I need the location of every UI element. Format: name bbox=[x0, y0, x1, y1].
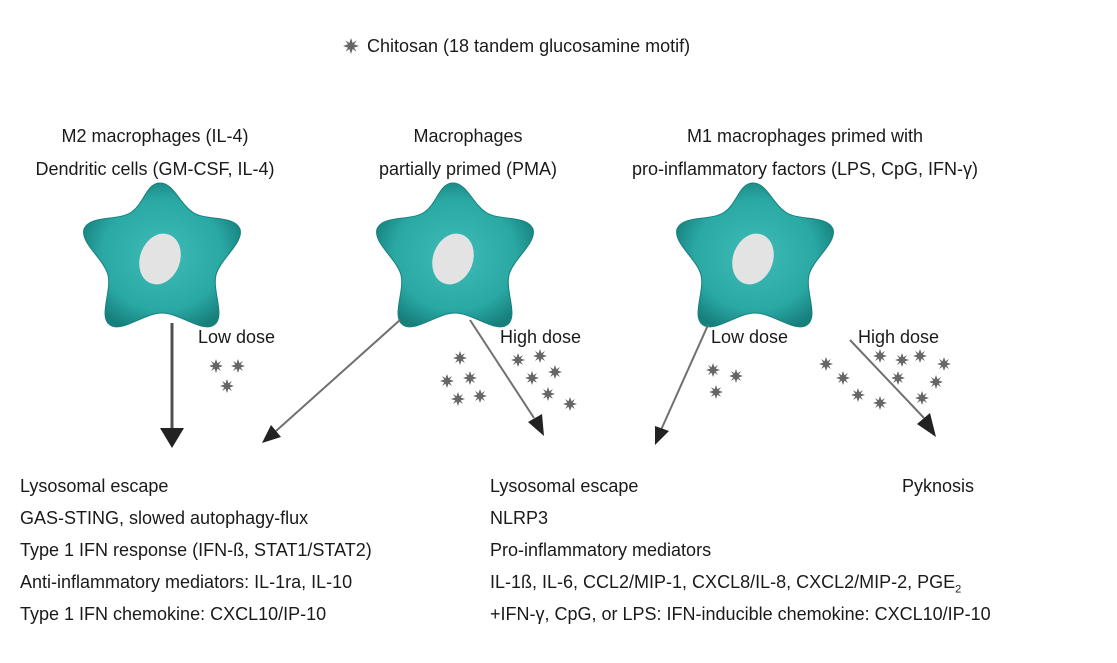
header-m2-line2: Dendritic cells (GM-CSF, IL-4) bbox=[35, 159, 275, 179]
particle bbox=[525, 371, 539, 385]
outcome-center-2: NLRP3 bbox=[490, 508, 549, 528]
arrow-m1-high bbox=[849, 339, 936, 437]
arrow-partial-to-left bbox=[262, 319, 401, 443]
cell-partial bbox=[376, 182, 534, 328]
dose-label-right-high: High dose bbox=[858, 327, 940, 347]
particle bbox=[891, 371, 905, 385]
header-m1-line2: pro-inflammatory factors (LPS, CpG, IFN-… bbox=[631, 159, 979, 179]
particle bbox=[915, 391, 929, 405]
legend-label: Chitosan (18 tandem glucosamine motif) bbox=[367, 36, 691, 56]
particle bbox=[819, 357, 833, 371]
particle bbox=[220, 379, 234, 393]
particles-right-low bbox=[706, 363, 743, 399]
particle bbox=[548, 365, 562, 379]
particle bbox=[873, 396, 887, 410]
outcome-center-5: +IFN-γ, CpG, or LPS: IFN-inducible chemo… bbox=[490, 604, 991, 624]
arrow-m2-down bbox=[160, 323, 184, 448]
particle bbox=[706, 363, 720, 377]
particle bbox=[453, 351, 467, 365]
dose-label-middle-high: High dose bbox=[500, 327, 582, 347]
header-m1-line1: M1 macrophages primed with bbox=[686, 126, 924, 146]
particle bbox=[929, 375, 943, 389]
particle bbox=[511, 353, 525, 367]
outcome-center-1: Lysosomal escape bbox=[490, 476, 639, 496]
particle bbox=[851, 388, 865, 402]
header-partial-line2: partially primed (PMA) bbox=[378, 159, 558, 179]
header-m2-line1: M2 macrophages (IL-4) bbox=[61, 126, 249, 146]
nucleus-m2 bbox=[139, 233, 181, 285]
particle bbox=[729, 369, 743, 383]
particle bbox=[463, 371, 477, 385]
arrow-partial-to-center bbox=[469, 319, 544, 436]
particle bbox=[231, 359, 245, 373]
nucleus-partial bbox=[432, 233, 474, 285]
outcome-left-5: Type 1 IFN chemokine: CXCL10/IP-10 bbox=[20, 604, 327, 624]
particle bbox=[209, 359, 223, 373]
particle bbox=[709, 385, 723, 399]
particle bbox=[451, 392, 465, 406]
particle bbox=[895, 353, 909, 367]
particle bbox=[873, 349, 887, 363]
particle bbox=[473, 389, 487, 403]
particle bbox=[913, 349, 927, 363]
header-partial-line1: Macrophages bbox=[413, 126, 523, 146]
particle bbox=[937, 357, 951, 371]
dose-label-left-low: Low dose bbox=[198, 327, 276, 347]
outcome-left-4: Anti-inflammatory mediators: IL-1ra, IL-… bbox=[20, 572, 353, 592]
arrow-m1-low bbox=[655, 324, 709, 445]
outcome-center-4: IL-1ß, IL-6, CCL2/MIP-1, CXCL8/IL-8, CXC… bbox=[490, 571, 961, 601]
burst-icon bbox=[343, 38, 359, 54]
particles-right-high bbox=[819, 349, 951, 410]
outcome-left-3: Type 1 IFN response (IFN-ß, STAT1/STAT2) bbox=[20, 540, 372, 560]
outcome-left-2: GAS-STING, slowed autophagy-flux bbox=[20, 508, 309, 528]
particle bbox=[533, 349, 547, 363]
cell-m1 bbox=[676, 182, 834, 328]
outcome-left-1: Lysosomal escape bbox=[20, 476, 169, 496]
dose-label-right-low: Low dose bbox=[711, 327, 789, 347]
nucleus-m1 bbox=[732, 233, 774, 285]
particle bbox=[440, 374, 454, 388]
outcome-right: Pyknosis bbox=[902, 476, 975, 496]
particle bbox=[541, 387, 555, 401]
pge-subscript: 2 bbox=[955, 583, 962, 596]
outcome-center-4-text: IL-1ß, IL-6, CCL2/MIP-1, CXCL8/IL-8, CXC… bbox=[490, 572, 956, 592]
outcome-center-3: Pro-inflammatory mediators bbox=[490, 540, 712, 560]
particle bbox=[563, 397, 577, 411]
particles-left-low bbox=[209, 359, 245, 393]
cell-m2 bbox=[83, 182, 241, 328]
particle bbox=[836, 371, 850, 385]
